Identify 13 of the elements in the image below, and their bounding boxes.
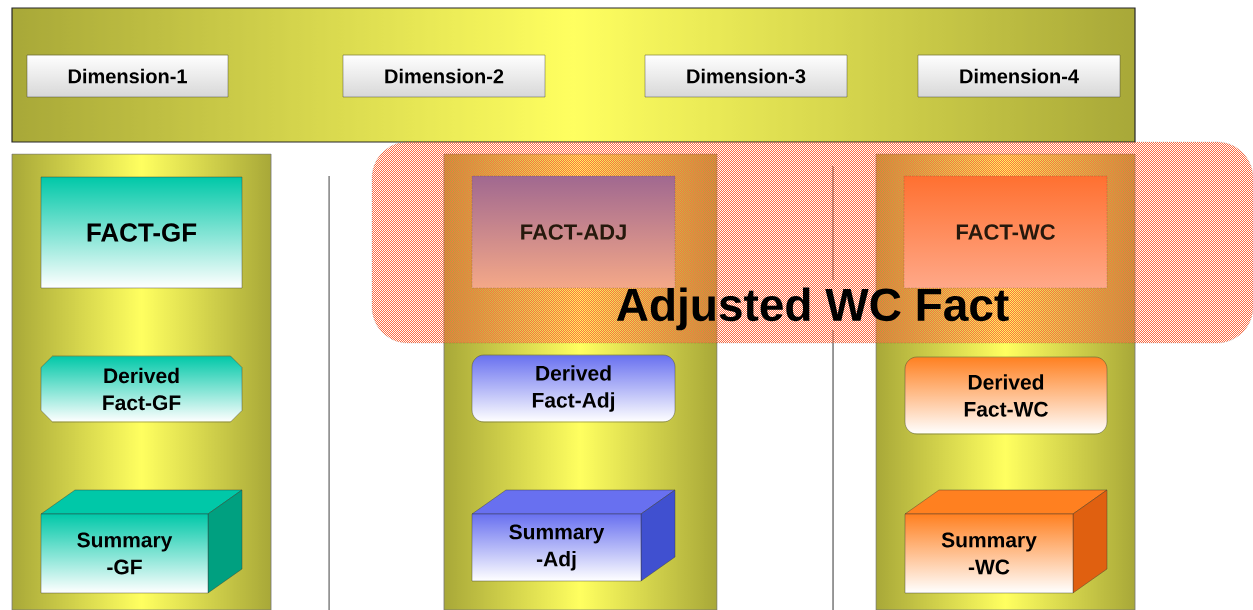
dimension-box: Dimension-2 xyxy=(342,54,546,98)
fact-table-box: FACT-GF xyxy=(40,176,243,289)
summary-cube: Summary -WC xyxy=(904,489,1108,594)
dimension-box: Dimension-4 xyxy=(917,54,1121,98)
dimension-box: Dimension-1 xyxy=(26,54,229,98)
fact-table-box: FACT-ADJ xyxy=(471,175,676,289)
dimension-box: Dimension-3 xyxy=(644,54,848,98)
derived-fact-box: Derived Fact-Adj xyxy=(471,354,676,423)
derived-fact-box: Derived Fact-WC xyxy=(904,356,1108,435)
summary-cube: Summary -GF xyxy=(40,489,243,594)
summary-cube: Summary -Adj xyxy=(471,489,676,582)
derived-fact-box: Derived Fact-GF xyxy=(40,355,243,423)
fact-table-box: FACT-WC xyxy=(903,175,1108,289)
